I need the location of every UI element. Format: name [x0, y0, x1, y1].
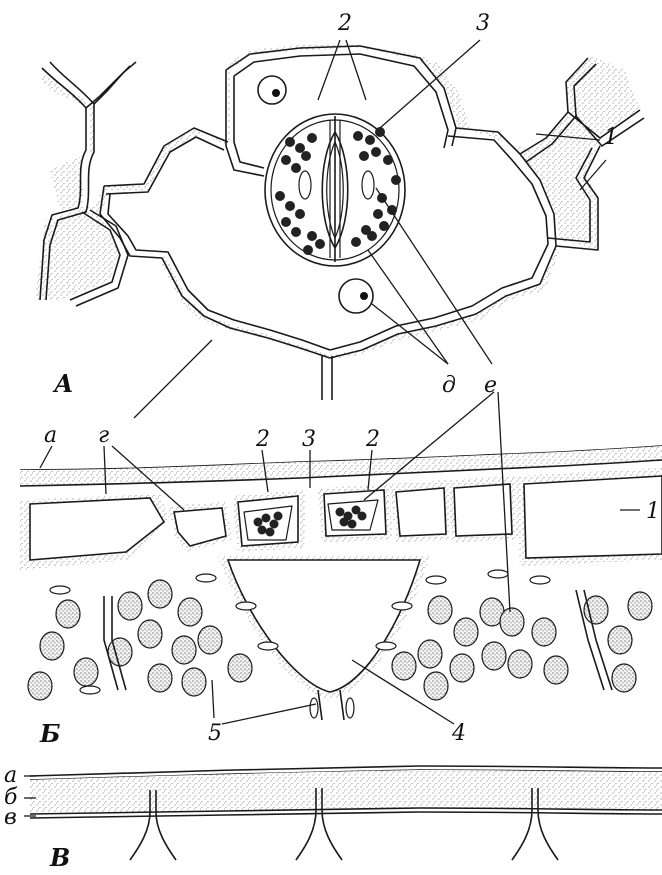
label-b-guard-right: 2	[365, 427, 380, 452]
label-v-cellulose-layer: в	[4, 805, 17, 830]
panel-label-v: В	[49, 843, 70, 872]
panel-label-b: Б	[39, 719, 61, 748]
label-a-nucleus: д	[442, 373, 456, 398]
label-a-pore: 3	[476, 11, 490, 36]
label-b-cuticle: а	[44, 423, 57, 448]
label-a-epidermis: 1	[604, 125, 618, 150]
label-b-cavity: 4	[451, 721, 466, 746]
panel-b-cross-section: а г 2 3 2 1 5 4 Б	[20, 392, 662, 748]
panel-a-surface-view: 2 3 1 д е А	[35, 11, 644, 418]
label-a-guard-cells: 2	[337, 11, 352, 36]
nucleus-bottom	[339, 279, 373, 313]
label-b-pore: 3	[302, 427, 316, 452]
nucleus-top	[258, 76, 286, 104]
panel-label-a: А	[52, 369, 74, 398]
panel-v-wall-layers: а б в В	[4, 763, 662, 872]
label-b-mesophyll: 5	[208, 721, 222, 746]
label-b-guard-left: 2	[255, 427, 270, 452]
label-b-epidermis: 1	[646, 499, 660, 524]
label-b-wall: г	[98, 423, 109, 448]
stoma-guard-cells	[265, 114, 405, 266]
